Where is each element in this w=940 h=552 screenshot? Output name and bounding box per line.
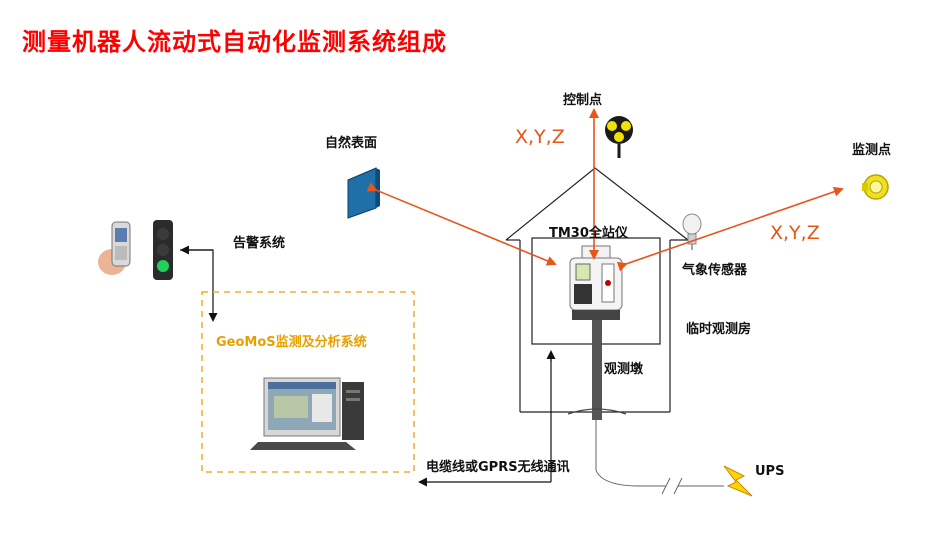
alarm-connection-arrow — [180, 245, 218, 322]
cable-connection-arrow — [418, 350, 556, 487]
pier-label: 观测墩 — [604, 362, 644, 377]
control-xyz-label: X,Y,Z — [515, 126, 565, 148]
ups-label: UPS — [755, 464, 785, 479]
ground-line — [567, 408, 627, 415]
temp-room-label: 临时观测房 — [686, 322, 752, 337]
page-title: 测量机器人流动式自动化监测系统组成 — [22, 28, 447, 56]
traffic-light-icon — [153, 220, 173, 280]
geomos-label: GeoMoS监测及分析系统 — [216, 335, 367, 350]
monitor-point-label: 监测点 — [852, 143, 892, 158]
ups-cable-line — [595, 469, 724, 495]
mobile-phone-icon — [98, 221, 131, 275]
natural-surface-panel-icon — [347, 167, 380, 219]
surface-measure-arrow — [366, 182, 557, 266]
computer-icon — [250, 377, 364, 450]
weather-sensor-label: 气象传感器 — [682, 263, 748, 278]
lightning-icon — [723, 465, 753, 497]
control-point-label: 控制点 — [563, 93, 603, 108]
control-point-prism-icon — [605, 116, 633, 158]
alarm-system-label: 告警系统 — [233, 236, 286, 251]
total-station-icon — [569, 245, 623, 342]
monitor-xyz-label: X,Y,Z — [770, 222, 820, 244]
monitor-point-prism-icon — [862, 174, 889, 200]
pier-column — [592, 342, 602, 420]
natural-surface-label: 自然表面 — [325, 136, 378, 151]
cable-label: 电缆线或GPRS无线通讯 — [426, 460, 570, 475]
monitor-measure-arrow — [616, 186, 844, 272]
weather-sensor-icon — [682, 213, 702, 250]
total-station-label: TM30全站仪 — [549, 226, 628, 241]
geomos-dashed-box — [201, 291, 415, 473]
